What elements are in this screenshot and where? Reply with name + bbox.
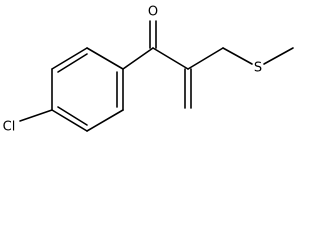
- ring-bond: [86, 109, 124, 132]
- molecule-structure-diagram: Cl O S: [3, 5, 294, 135]
- ring-bond: [51, 109, 88, 132]
- sulfur-atom-label: S: [254, 61, 262, 76]
- carbonyl-alkene-bond: [152, 47, 189, 70]
- ring-bond: [86, 47, 124, 70]
- ring-bond: [51, 47, 88, 70]
- c-ch2-bond: [187, 47, 224, 70]
- oxygen-atom-label: O: [148, 5, 158, 20]
- c-cl-bond: [19, 109, 53, 122]
- ring-inner-double-bond: [57, 53, 88, 73]
- s-ch3-bond: [263, 47, 294, 65]
- benzene-ring: [51, 47, 124, 132]
- ring-carbonyl-bond: [122, 47, 154, 70]
- chlorine-atom-label: Cl: [3, 120, 16, 135]
- ch2-s-bond: [222, 47, 253, 65]
- ring-inner-double-bond: [57, 106, 88, 126]
